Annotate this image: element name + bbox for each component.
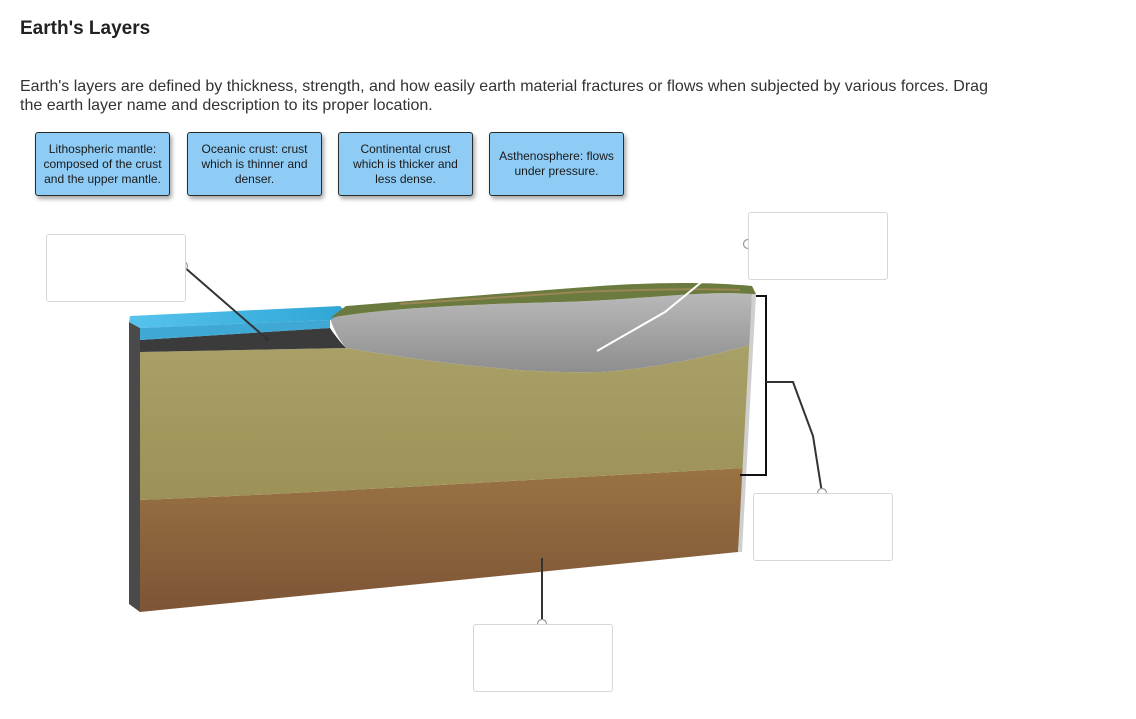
land-surface: [330, 283, 756, 318]
ocean-water: [129, 306, 346, 328]
block-right-edge: [738, 294, 756, 552]
page-title: Earth's Layers: [20, 18, 151, 39]
block-left-face: [129, 322, 140, 612]
drop-target-continental-crust[interactable]: [748, 212, 888, 280]
drop-target-oceanic-crust[interactable]: [46, 234, 186, 302]
drop-target-lithospheric-mantle[interactable]: [753, 493, 893, 561]
oceanic-crust-layer: [140, 328, 346, 352]
asthenosphere-layer: [140, 468, 744, 612]
card-oceanic-crust[interactable]: Oceanic crust: crust which is thinner an…: [187, 132, 322, 196]
leader-lines: [182, 243, 823, 623]
layer-bracket: [740, 295, 767, 476]
card-continental-crust[interactable]: Continental crust which is thicker and l…: [338, 132, 473, 196]
instructions-text: Earth's layers are defined by thickness,…: [20, 78, 988, 114]
continental-crust-layer: [330, 293, 752, 373]
ocean-front: [140, 320, 330, 340]
card-lithospheric-mantle[interactable]: Lithospheric mantle: composed of the cru…: [35, 132, 170, 196]
lithospheric-mantle-layer: [140, 345, 750, 500]
land-surface-highlight: [399, 288, 741, 305]
card-asthenosphere[interactable]: Asthenosphere: flows under pressure.: [489, 132, 624, 196]
drop-target-asthenosphere[interactable]: [473, 624, 613, 692]
